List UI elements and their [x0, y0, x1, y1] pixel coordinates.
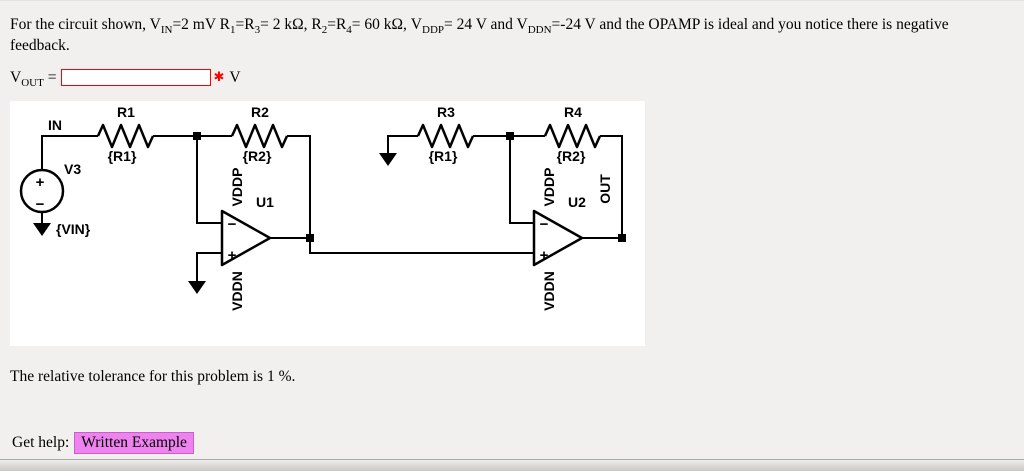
- label-u1-vddn: VDDN: [229, 271, 245, 311]
- resistor-r3: [416, 123, 475, 149]
- help-label: Get help:: [12, 434, 70, 451]
- opamp-u2: [532, 209, 584, 267]
- voltage-source-v3: [19, 168, 65, 214]
- required-marker-icon: ✱: [213, 70, 225, 86]
- junction-dot: [506, 131, 514, 140]
- label-r1: R1: [117, 104, 135, 120]
- answer-unit: V: [229, 68, 241, 86]
- label-r1-value: {R1}: [108, 148, 137, 164]
- label-u1-vddp: VDDP: [229, 167, 245, 206]
- u1-plus-input: +: [228, 247, 237, 264]
- resistor-r2: [230, 123, 289, 149]
- u2-plus-input: +: [540, 247, 549, 264]
- ground-symbol-u1: [188, 280, 206, 294]
- ground-symbol-vin: [33, 222, 51, 236]
- help-line: Get help:Written Example: [12, 432, 194, 454]
- label-r2: R2: [251, 104, 269, 120]
- vout-label: VOUT =: [10, 68, 57, 89]
- vout-input[interactable]: [61, 69, 212, 87]
- answer-line: VOUT = ✱ V: [10, 68, 1012, 89]
- footer-bar: [0, 459, 1024, 471]
- junction-dot: [193, 131, 201, 140]
- label-r2-value: {R2}: [243, 148, 272, 164]
- circuit-image: + − − + − + IN R1 {R1} R2 {R2} R3: [10, 100, 645, 346]
- label-u2-vddp: VDDP: [541, 167, 557, 206]
- circuit-diagram: + − − + − + IN R1 {R1} R2 {R2} R3: [19, 104, 626, 311]
- label-in: IN: [48, 117, 62, 133]
- u2-minus-input: −: [540, 216, 549, 233]
- circuit-wires: [41, 134, 623, 281]
- label-r3-value: {R1}: [429, 148, 458, 164]
- v3-plus-sign: +: [36, 174, 45, 191]
- ground-symbol-r3: [379, 152, 397, 166]
- label-r4: R4: [564, 104, 582, 120]
- label-u2: U2: [568, 194, 586, 210]
- label-u2-vddn: VDDN: [541, 271, 557, 311]
- label-r3: R3: [437, 104, 455, 120]
- label-vin-value: {VIN}: [56, 221, 91, 237]
- label-out: OUT: [597, 174, 613, 204]
- written-example-button[interactable]: Written Example: [74, 432, 194, 454]
- label-r4-value: {R2}: [557, 148, 586, 164]
- junction-dot: [618, 233, 626, 242]
- u1-minus-input: −: [228, 216, 237, 233]
- junction-dot: [306, 233, 314, 242]
- problem-statement: For the circuit shown, VIN=2 mV R1=R3= 2…: [10, 16, 949, 54]
- resistor-r4: [543, 123, 602, 149]
- label-u1: U1: [256, 194, 274, 210]
- label-v3: V3: [64, 161, 81, 177]
- v3-minus-sign: −: [36, 196, 45, 213]
- resistor-r1: [96, 123, 155, 149]
- tolerance-text: The relative tolerance for this problem …: [10, 367, 296, 385]
- opamp-u1: [220, 209, 272, 267]
